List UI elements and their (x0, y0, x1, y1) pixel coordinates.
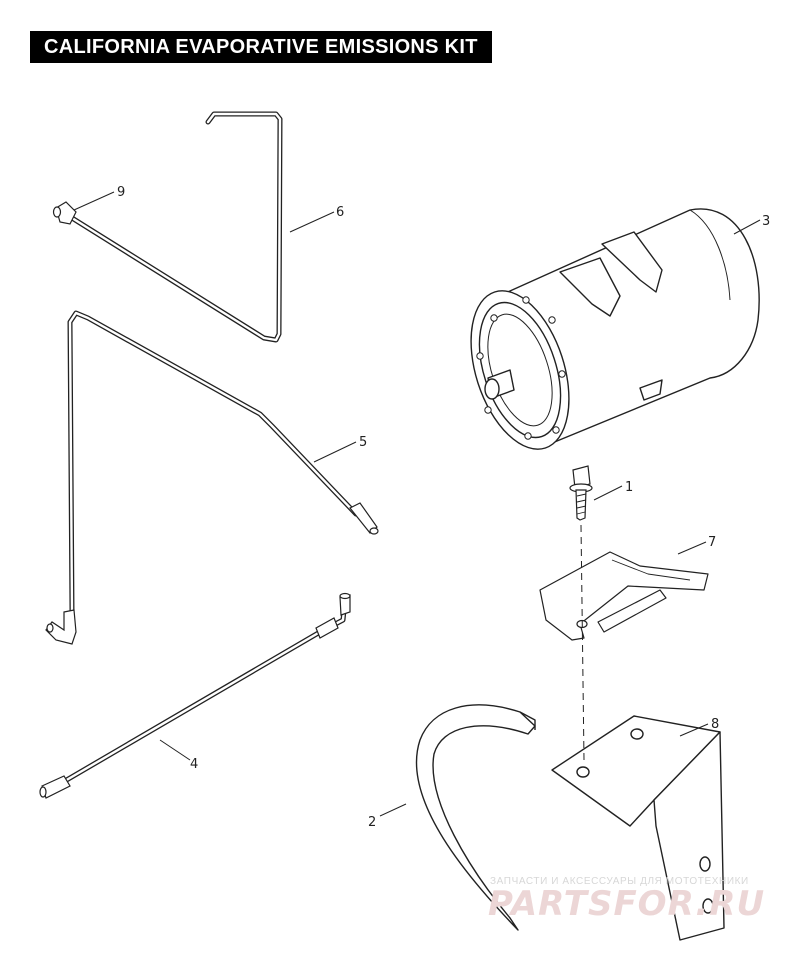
watermark-tagline: ЗАПЧАСТИ И АКСЕССУАРЫ ДЛЯ МОТОТЕХНИКИ (490, 876, 749, 887)
callout-9: 8 (711, 717, 719, 732)
tube-6[interactable] (69, 111, 283, 343)
assembly-line (580, 524, 585, 761)
callout-4: 4 (190, 757, 198, 772)
callout-2: 2 (368, 815, 376, 830)
elbow-fitting-8[interactable] (52, 201, 77, 225)
callouts: 9 6 3 5 1 7 4 8 2 (117, 185, 770, 830)
diagram-title: CALIFORNIA EVAPORATIVE EMISSIONS KIT (30, 31, 492, 63)
watermark-brand: PARTSFOR.RU (488, 884, 766, 924)
tube-5-ends (45, 502, 379, 645)
callout-8: 9 (117, 185, 125, 200)
tube-4-ends (39, 592, 351, 799)
leader-lines (73, 191, 761, 817)
callout-1: 1 (625, 480, 633, 495)
strap-2[interactable] (415, 704, 536, 931)
callout-5: 5 (359, 435, 367, 450)
callout-6: 6 (336, 205, 344, 220)
clamp-bracket-7[interactable] (539, 551, 709, 641)
mounting-bracket-9[interactable] (551, 715, 725, 941)
callout-3: 3 (762, 214, 770, 229)
flange-bolt-1[interactable] (569, 465, 593, 521)
tube-5[interactable] (67, 310, 359, 633)
canister-3[interactable] (453, 208, 760, 462)
callout-7: 7 (708, 535, 716, 550)
